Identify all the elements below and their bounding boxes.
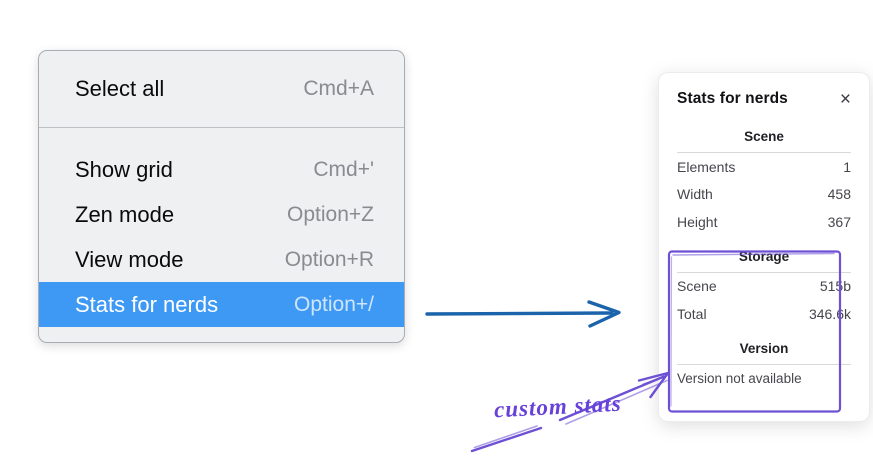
menu-item-shortcut: Option+/ [294,292,374,316]
stat-label: Height [677,213,718,230]
menu-item-label: Stats for nerds [75,291,219,317]
menu-item-show-grid[interactable]: Show grid Cmd+' [39,147,404,192]
annotation-arrow [470,371,670,453]
stat-label: Width [677,186,713,203]
menu-item-stats-for-nerds[interactable]: Stats for nerds Option+/ [39,282,404,327]
stat-row-height: Height 367 [677,208,851,236]
menu-item-shortcut: Cmd+' [313,157,374,181]
menu-item-zen-mode[interactable]: Zen mode Option+Z [39,192,404,237]
menu-item-shortcut: Option+Z [287,202,374,226]
menu-group: Show grid Cmd+' Zen mode Option+Z View m… [39,128,404,342]
stat-label: Scene [677,278,717,295]
stat-value: 458 [827,186,851,203]
stat-value: 515b [819,278,851,295]
stats-panel: Stats for nerds × Scene Elements 1 Width… [658,72,870,422]
context-menu: Select all Cmd+A Show grid Cmd+' Zen mod… [38,50,405,343]
section-heading-scene: Scene [744,129,784,144]
close-icon[interactable]: × [839,88,851,110]
section-divider [677,152,851,153]
stat-value: 346.6k [808,305,851,322]
section-heading-version: Version [739,340,789,356]
stats-panel-title: Stats for nerds [677,90,788,107]
menu-item-label: Show grid [75,156,173,182]
stat-label: Elements [677,158,736,175]
section-heading-storage: Storage [738,248,790,264]
menu-item-shortcut: Cmd+A [303,77,374,100]
menu-item-view-mode[interactable]: View mode Option+R [39,237,404,282]
annotation-label: custom stats [493,390,623,423]
stat-value: 367 [827,213,851,230]
stat-row-elements: Elements 1 [677,153,851,181]
stat-label: Total [677,305,707,322]
menu-item-label: View mode [75,246,184,272]
stat-row-total-storage: Total 346.6k [677,300,851,328]
stats-panel-header: Stats for nerds × [677,88,851,110]
menu-to-panel-arrow [425,300,621,328]
menu-item-shortcut: Option+R [284,247,374,271]
menu-separator [39,127,404,128]
stat-row-scene-storage: Scene 515b [677,273,851,301]
stat-value: 1 [843,158,851,175]
version-note: Version not available [677,371,802,386]
stat-row-width: Width 458 [677,181,851,209]
menu-item-select-all[interactable]: Select all Cmd+A [39,51,404,127]
menu-item-label: Zen mode [75,201,175,227]
menu-item-label: Select all [75,76,165,101]
